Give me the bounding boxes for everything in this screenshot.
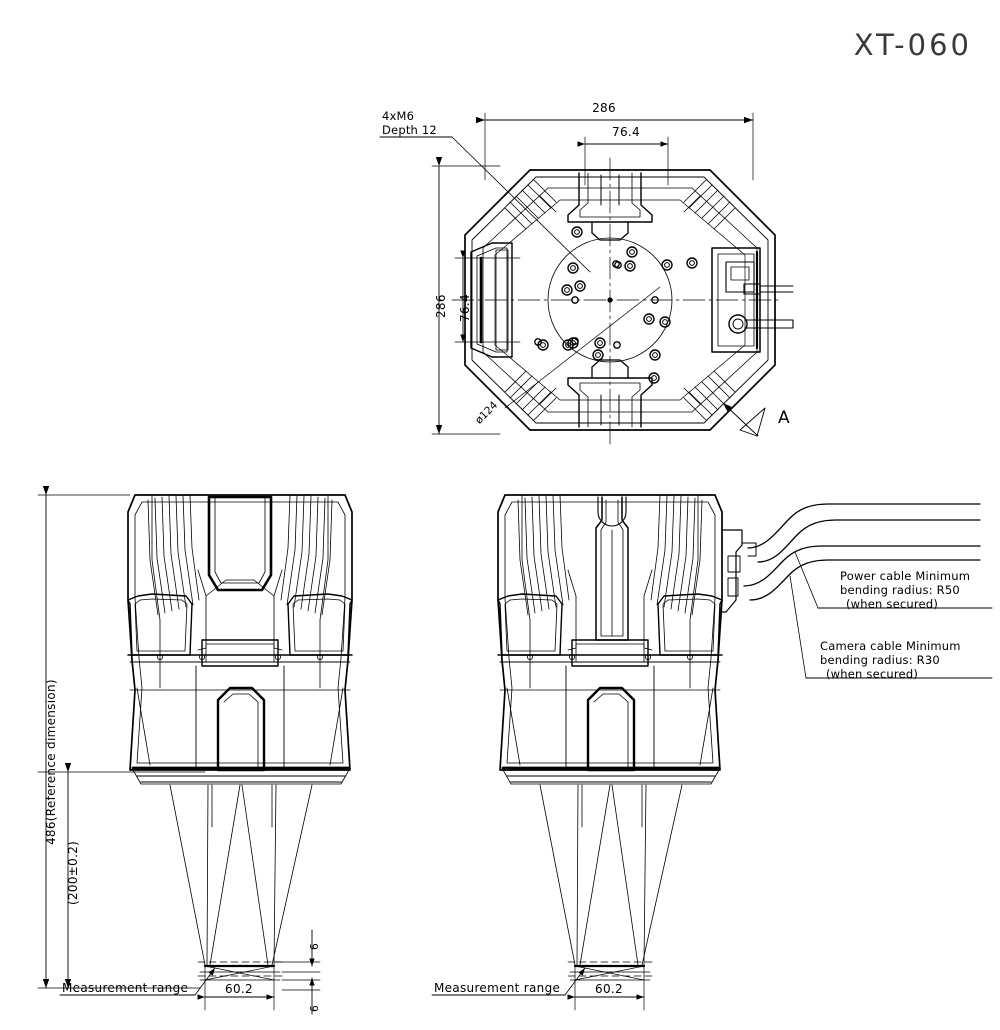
front-range-depth-top-dim: 6 xyxy=(309,943,321,950)
top-overall-width-dim: 286 xyxy=(592,101,616,115)
side-view-group xyxy=(431,494,993,1011)
drawing-title: XT-060 xyxy=(853,28,972,62)
side-range-width-dim: 60.2 xyxy=(595,982,623,996)
thread-callout-label: 4xM6 xyxy=(382,109,415,123)
power-cable-note-line3: (when secured) xyxy=(846,597,939,611)
top-inner-height-dim: 76.4 xyxy=(458,294,472,322)
side-measurement-range-label: Measurement range xyxy=(434,981,561,995)
section-arrow-label: A xyxy=(778,408,790,428)
power-cable-note-line2: bending radius: R50 xyxy=(840,583,960,597)
camera-cable-note-line1: Camera cable Minimum xyxy=(820,639,961,653)
front-working-distance-dim: (200±0.2) xyxy=(66,840,80,905)
front-view-group xyxy=(37,486,353,1015)
top-view-group xyxy=(379,112,794,445)
camera-cable-note-line2: bending radius: R30 xyxy=(820,653,940,667)
top-overall-height-dim: 286 xyxy=(434,294,448,318)
front-measurement-range-label: Measurement range xyxy=(62,981,189,995)
front-range-depth-bottom-dim: 6 xyxy=(309,1005,321,1012)
front-range-width-dim: 60.2 xyxy=(225,982,253,996)
power-cable-note-line1: Power cable Minimum xyxy=(840,569,971,583)
thread-depth-label: Depth 12 xyxy=(382,123,437,137)
top-inner-width-dim: 76.4 xyxy=(612,125,640,139)
front-overall-height-dim: 486(Reference dimension) xyxy=(44,679,58,845)
camera-cable-note-line3: (when secured) xyxy=(826,667,919,681)
